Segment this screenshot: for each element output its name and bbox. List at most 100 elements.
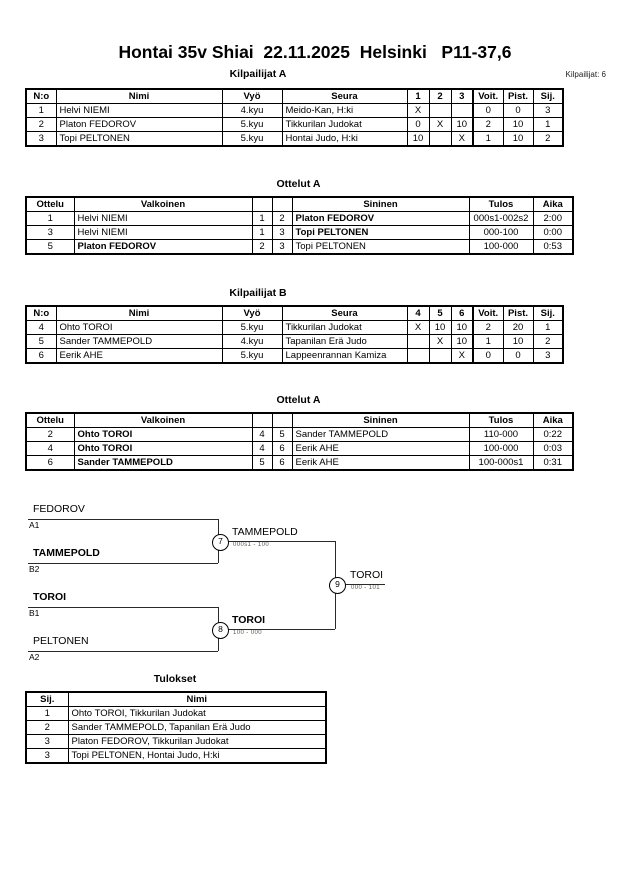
col-points: Pist. — [502, 88, 534, 104]
bracket-entry-name-4: PELTONEN — [33, 635, 89, 647]
bracket-entry-name-2: TAMMEPOLD — [33, 547, 100, 559]
competitor-name: Ohto TOROI — [55, 320, 223, 335]
result-name: Ohto TOROI, Tikkurilan Judokat — [67, 706, 327, 721]
col-name: Nimi — [55, 88, 223, 104]
white-competitor: Ohto TOROI — [73, 441, 253, 456]
white-competitor: Helvi NIEMI — [73, 211, 253, 226]
col-points: Pist. — [502, 305, 534, 321]
competitor-number: 3 — [25, 131, 57, 147]
match-result: 110-000 — [468, 427, 534, 442]
competitor-points: 20 — [502, 320, 534, 335]
col-white-no — [251, 196, 273, 212]
competitor-name: Topi PELTONEN — [55, 131, 223, 147]
round-robin-cell-3: 10 — [450, 320, 474, 335]
blue-number: 2 — [271, 211, 293, 226]
round-robin-cell-2 — [428, 131, 452, 147]
competitor-belt: 5.kyu — [221, 117, 283, 132]
white-number: 4 — [251, 427, 273, 442]
col-club: Seura — [281, 88, 408, 104]
bracket-node-8-winner: TOROI — [232, 614, 266, 626]
competitor-rank: 3 — [532, 348, 564, 364]
bracket-line-champion — [346, 584, 385, 585]
round-robin-cell-2: X — [428, 334, 452, 349]
competitor-points: 0 — [502, 348, 534, 364]
blue-competitor: Sander TAMMEPOLD — [291, 427, 470, 442]
competitor-name: Eerik AHE — [55, 348, 223, 364]
blue-number: 6 — [271, 441, 293, 456]
match-number: 2 — [25, 427, 75, 442]
bracket-line-entry-1 — [28, 519, 218, 520]
col-match: Ottelu — [25, 196, 75, 212]
pool-a-table: N:o Nimi Vyö Seura 1 2 3 Voit. Pist. Sij… — [25, 88, 564, 147]
col-no: N:o — [25, 305, 57, 321]
col-white: Valkoinen — [73, 412, 253, 428]
bracket-entry-seed-4: A2 — [29, 652, 40, 662]
match-time: 0:22 — [532, 427, 574, 442]
bracket-entry-name-1: FEDOROV — [33, 503, 85, 515]
result-rank: 3 — [25, 734, 69, 749]
match-number: 3 — [25, 225, 75, 240]
blue-number: 6 — [271, 455, 293, 471]
bracket-node-7-score: 000s1 - 100 — [233, 542, 270, 548]
blue-competitor: Topi PELTONEN — [291, 239, 470, 255]
col-rank: Sij. — [532, 88, 564, 104]
round-robin-cell-3: X — [450, 131, 474, 147]
entrants-count: Kilpailijat: 6 — [565, 70, 606, 79]
competitor-wins: 1 — [472, 131, 504, 147]
col-no: N:o — [25, 88, 57, 104]
col-name: Nimi — [55, 305, 223, 321]
bracket-entry-seed-2: B2 — [29, 564, 40, 574]
competitor-number: 6 — [25, 348, 57, 364]
match-result: 000s1-002s2 — [468, 211, 534, 226]
bracket-line-node-7 — [229, 541, 335, 542]
competitor-belt: 5.kyu — [221, 320, 283, 335]
blue-number: 5 — [271, 427, 293, 442]
result-rank: 1 — [25, 706, 69, 721]
pool-a-header-row: N:o Nimi Vyö Seura 1 2 3 Voit. Pist. Sij… — [25, 88, 564, 104]
results-heading: Tulokset — [153, 673, 197, 685]
round-robin-cell-1: X — [406, 103, 430, 118]
bracket-node-7: 7 — [212, 534, 229, 551]
bracket-node-8-score: 100 - 000 — [233, 630, 262, 636]
col-blue-no — [271, 196, 293, 212]
col-blue: Sininen — [291, 196, 470, 212]
bracket-entry-seed-1: A1 — [29, 520, 40, 530]
col-rank: Sij. — [25, 691, 69, 707]
match-number: 5 — [25, 239, 75, 255]
round-robin-cell-1 — [406, 334, 430, 349]
bracket-line-node-8 — [229, 629, 335, 630]
result-rank: 2 — [25, 720, 69, 735]
white-competitor: Platon FEDOROV — [73, 239, 253, 255]
competitor-wins: 2 — [472, 320, 504, 335]
bracket-entry-seed-3: B1 — [29, 608, 40, 618]
blue-competitor: Platon FEDOROV — [291, 211, 470, 226]
match-time: 0:03 — [532, 441, 574, 456]
competitor-wins: 2 — [472, 117, 504, 132]
competitor-club: Meido-Kan, H:ki — [281, 103, 408, 118]
competitor-points: 10 — [502, 334, 534, 349]
competitor-club: Tapanilan Erä Judo — [281, 334, 408, 349]
elimination-bracket: FEDOROV A1 TAMMEPOLD B2 7 TAMMEPOLD 000s… — [0, 495, 630, 675]
match-result: 000-100 — [468, 225, 534, 240]
competitor-number: 4 — [25, 320, 57, 335]
col-blue-no — [271, 412, 293, 428]
col-opp-3: 3 — [450, 88, 474, 104]
bracket-node-8: 8 — [212, 622, 229, 639]
competitor-rank: 3 — [532, 103, 564, 118]
competitor-number: 5 — [25, 334, 57, 349]
competitor-points: 0 — [502, 103, 534, 118]
round-robin-cell-3: 10 — [450, 334, 474, 349]
col-blue: Sininen — [291, 412, 470, 428]
competitor-wins: 1 — [472, 334, 504, 349]
blue-competitor: Eerik AHE — [291, 441, 470, 456]
